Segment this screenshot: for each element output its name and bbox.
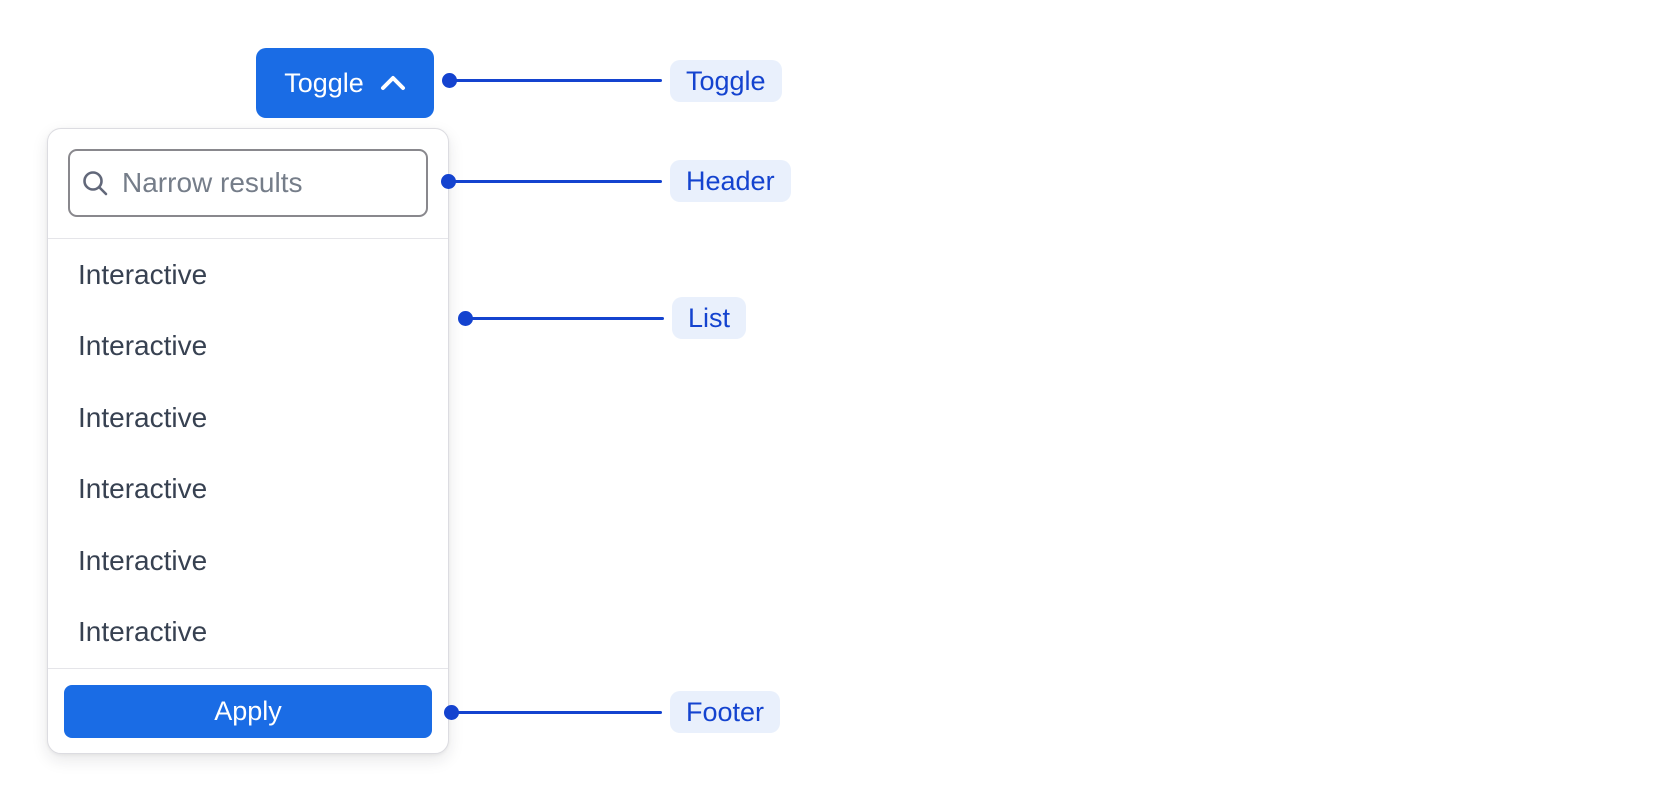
list-item[interactable]: Interactive (78, 330, 208, 362)
dropdown-panel: Interactive Interactive Interactive Inte… (47, 128, 449, 754)
list-item[interactable]: Interactive (78, 258, 208, 290)
chevron-up-icon (380, 75, 406, 91)
annotation-line-toggle (450, 79, 662, 82)
annotation-label-footer: Footer (670, 691, 781, 733)
annotation-label-list: List (672, 297, 747, 339)
dropdown-list: Interactive Interactive Interactive Inte… (48, 239, 448, 668)
annotation-dot-toggle (442, 73, 457, 88)
toggle-button-label: Toggle (284, 67, 364, 98)
annotation-label-toggle: Toggle (670, 60, 782, 102)
list-item[interactable]: Interactive (78, 401, 208, 433)
annotation-line-footer (452, 711, 662, 714)
annotation-dot-list (458, 311, 473, 326)
annotation-line-header (449, 180, 662, 183)
dropdown-header (48, 129, 448, 239)
annotation-dot-header (441, 174, 456, 189)
dropdown-footer: Apply (48, 668, 448, 753)
search-input[interactable] (68, 149, 428, 217)
toggle-button[interactable]: Toggle (256, 48, 434, 118)
list-item[interactable]: Interactive (78, 616, 208, 648)
annotation-label-header: Header (670, 160, 791, 202)
apply-button[interactable]: Apply (64, 685, 432, 738)
list-item[interactable]: Interactive (78, 544, 208, 576)
list-item[interactable]: Interactive (78, 473, 208, 505)
annotation-line-list (466, 317, 664, 320)
search-box (68, 149, 428, 217)
annotation-dot-footer (444, 705, 459, 720)
